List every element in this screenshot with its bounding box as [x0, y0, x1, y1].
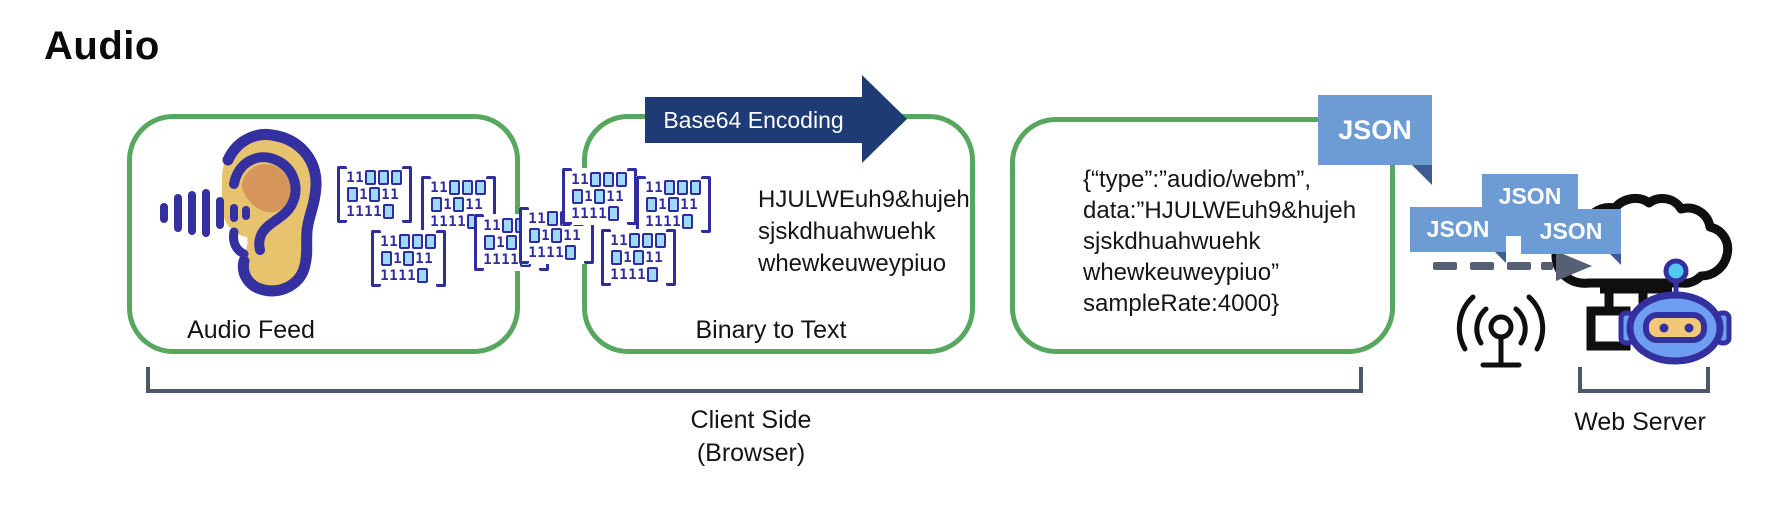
dashed-arrow-segment [1433, 262, 1457, 270]
arrowhead-icon [1556, 251, 1592, 281]
binary-to-text-label: Binary to Text [695, 316, 847, 344]
robot-visor [1643, 312, 1707, 343]
encoded-text: HJULWEuh9&hujeh sjskdhuahwuehk whewkeuwe… [758, 186, 970, 277]
ear-inner-shade [242, 164, 291, 213]
json-packet-icon: JSON [1521, 209, 1621, 265]
sound-wave-icon [160, 189, 250, 237]
base64-encoding-label: Base64 Encoding [663, 106, 844, 133]
folded-corner-icon [1610, 254, 1621, 265]
json-file-icon: JSON [1318, 95, 1432, 185]
client-side-label: Client Side (Browser) [690, 406, 812, 467]
folded-corner-icon [1412, 165, 1432, 185]
json-payload-text: {“type”:”audio/webm”, data:”HJULWEuh9&hu… [1083, 166, 1357, 317]
robot-eye [1659, 323, 1669, 333]
wifi-antenna-icon [1456, 294, 1546, 368]
client-side-bracket [146, 367, 1363, 393]
dashed-arrow-segment [1541, 262, 1553, 270]
audio-feed-label: Audio Feed [187, 316, 315, 344]
arrow-right-icon [862, 75, 907, 163]
robot-eye [1684, 323, 1694, 333]
web-server-label: Web Server [1574, 408, 1706, 436]
dashed-arrow-segment [1507, 262, 1531, 270]
json-packet-icon: JSON [1410, 207, 1506, 263]
robot-head-icon [1618, 258, 1732, 365]
antenna-ball [1663, 258, 1689, 284]
folded-corner-icon [1495, 252, 1506, 263]
ear-listening-icon [160, 128, 322, 297]
dashed-arrow-segment [1470, 262, 1494, 270]
page-title: Audio [44, 24, 160, 68]
base64-encoding-arrow: Base64 Encoding [645, 97, 862, 143]
web-server-bracket [1578, 367, 1710, 393]
